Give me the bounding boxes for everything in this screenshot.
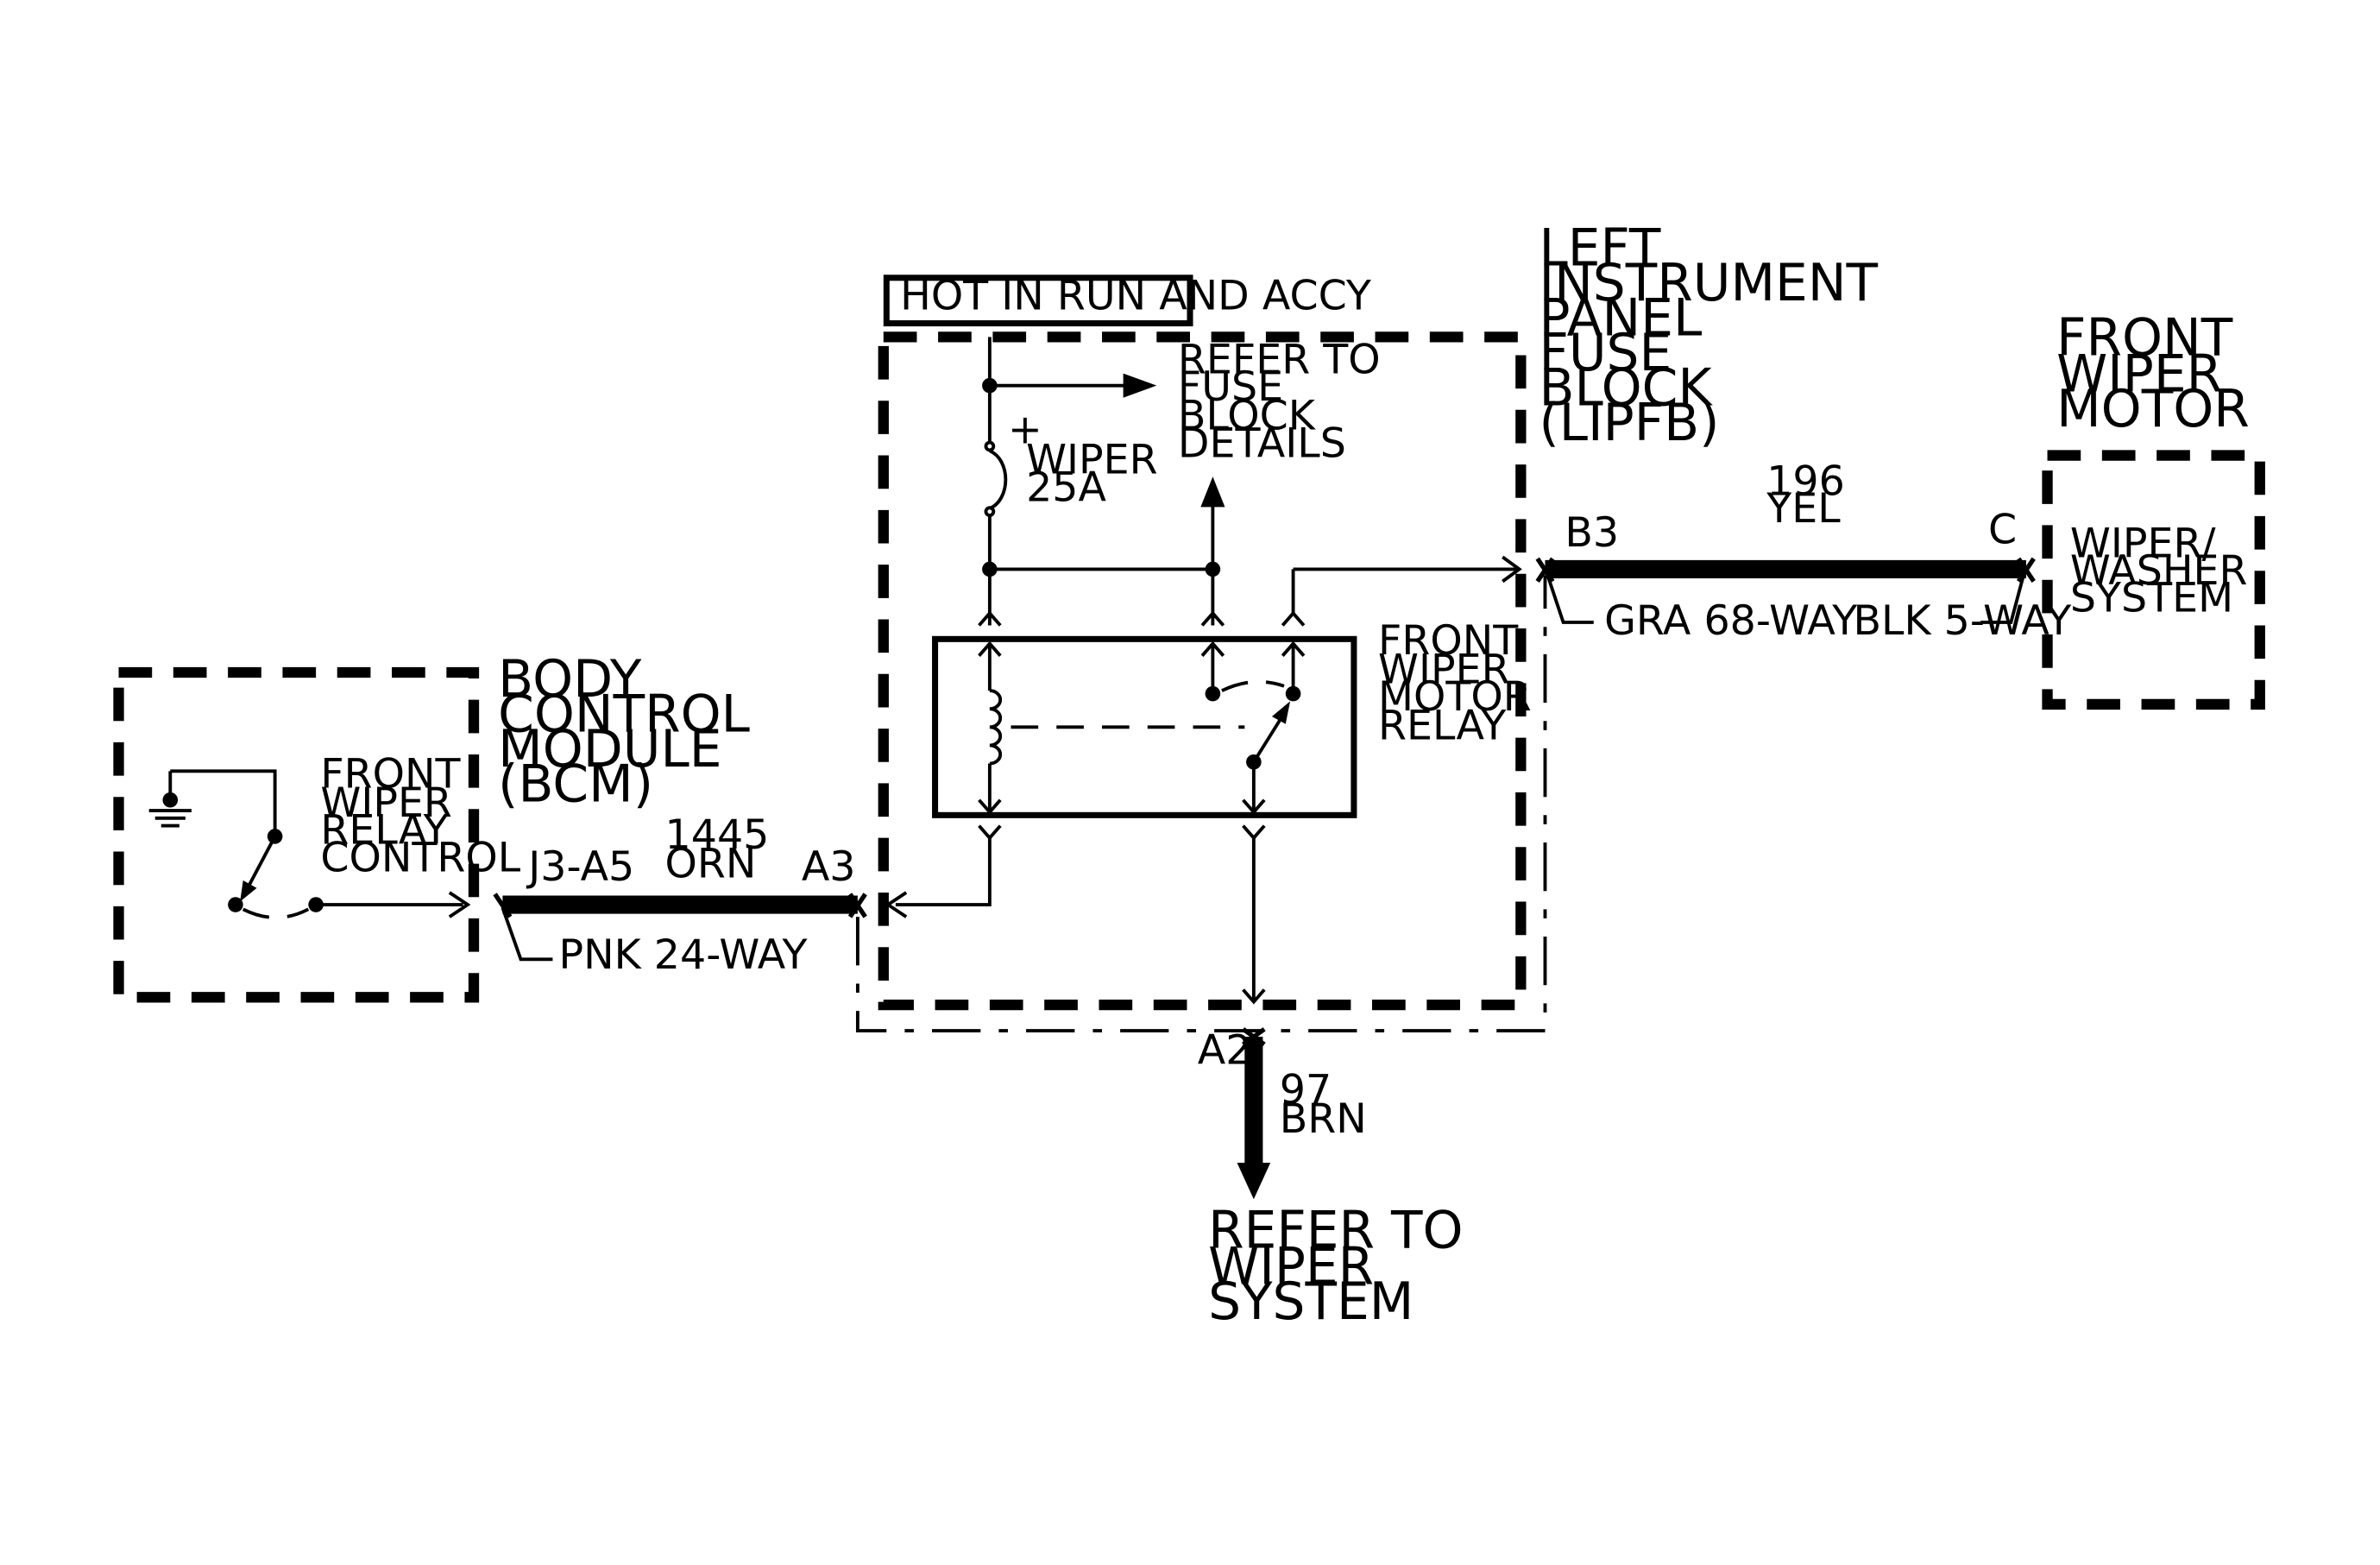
circuit-97-number: 97 — [1280, 1066, 1332, 1114]
connector-blk-5-way: BLK 5-WAY — [1853, 597, 2072, 645]
fuse-block: HOT IN RUN AND ACCY LEFT INSTRUMENT PANE… — [878, 219, 1894, 1011]
connector-gra-68-way: GRA 68-WAY — [1604, 597, 1858, 645]
relay-label: FRONT WIPER MOTOR RELAY — [1378, 617, 1545, 749]
front-wiper-motor: FRONT WIPER MOTOR WIPER/ WASHER SYSTEM — [2042, 308, 2265, 710]
motor-box — [2042, 450, 2265, 710]
circuit-196-wire: B3 196 YEL C GRA 68-WAY BLK 5-WAY — [1535, 458, 2072, 645]
pin-a2: A2 — [1198, 1027, 1252, 1075]
arrow-down-icon — [1237, 1163, 1271, 1200]
circuit-97-wire: A2 97 BRN REFER TO WIPER SYSTEM — [1198, 1027, 1480, 1332]
circuit-1445-wire: J3-A5 1445 ORN A3 PNK 24-WAY — [493, 811, 867, 979]
motor-system-label: WIPER/ WASHER SYSTEM — [2070, 520, 2261, 622]
motor-title: FRONT WIPER MOTOR — [2056, 308, 2250, 439]
hot-in-run-label-box — [883, 275, 1193, 327]
circuit-97-color: BRN — [1280, 1095, 1367, 1143]
circuit-196-color: YEL — [1766, 485, 1841, 533]
fuse-polarity: + — [1008, 406, 1042, 453]
pin-b3: B3 — [1565, 509, 1619, 557]
bcm-control-label: FRONT WIPER RELAY CONTROL — [320, 751, 520, 882]
pin-c: C — [1988, 507, 2017, 554]
bcm-box — [113, 666, 480, 1003]
bcm-title: BODY CONTROL MODULE (BCM) — [498, 650, 766, 814]
arrow-up-icon — [1200, 476, 1225, 508]
front-wiper-motor-relay — [932, 635, 1357, 818]
relay-switch-icon — [1252, 701, 1291, 763]
circuit-1445-color: ORN — [665, 840, 757, 887]
refer-fuse-label: REFER TO FUSE BLOCK DETAILS — [1178, 337, 1394, 468]
pin-a3: A3 — [802, 843, 856, 891]
fuse-icon — [984, 440, 1008, 517]
fuse-label: WIPER 25A — [1026, 437, 1171, 512]
relay-coil-icon — [989, 689, 1003, 766]
fuse-block-title: LEFT INSTRUMENT PANEL FUSE BLOCK (LIPFB) — [1539, 219, 1894, 453]
circuit-196-number: 196 — [1766, 458, 1845, 505]
circuit-1445-number: 1445 — [665, 811, 770, 859]
relay-control-switch-icon — [228, 836, 471, 919]
bcm-module: BODY CONTROL MODULE (BCM) FRONT WIPER — [113, 650, 766, 1003]
arrow-right-icon — [1123, 373, 1157, 398]
pin-j3-a5: J3-A5 — [526, 843, 634, 891]
connector-pnk-24-way: PNK 24-WAY — [558, 931, 808, 979]
hot-in-run-label: HOT IN RUN AND ACCY — [900, 273, 1372, 320]
refer-wiper-label: REFER TO WIPER SYSTEM — [1208, 1201, 1480, 1332]
